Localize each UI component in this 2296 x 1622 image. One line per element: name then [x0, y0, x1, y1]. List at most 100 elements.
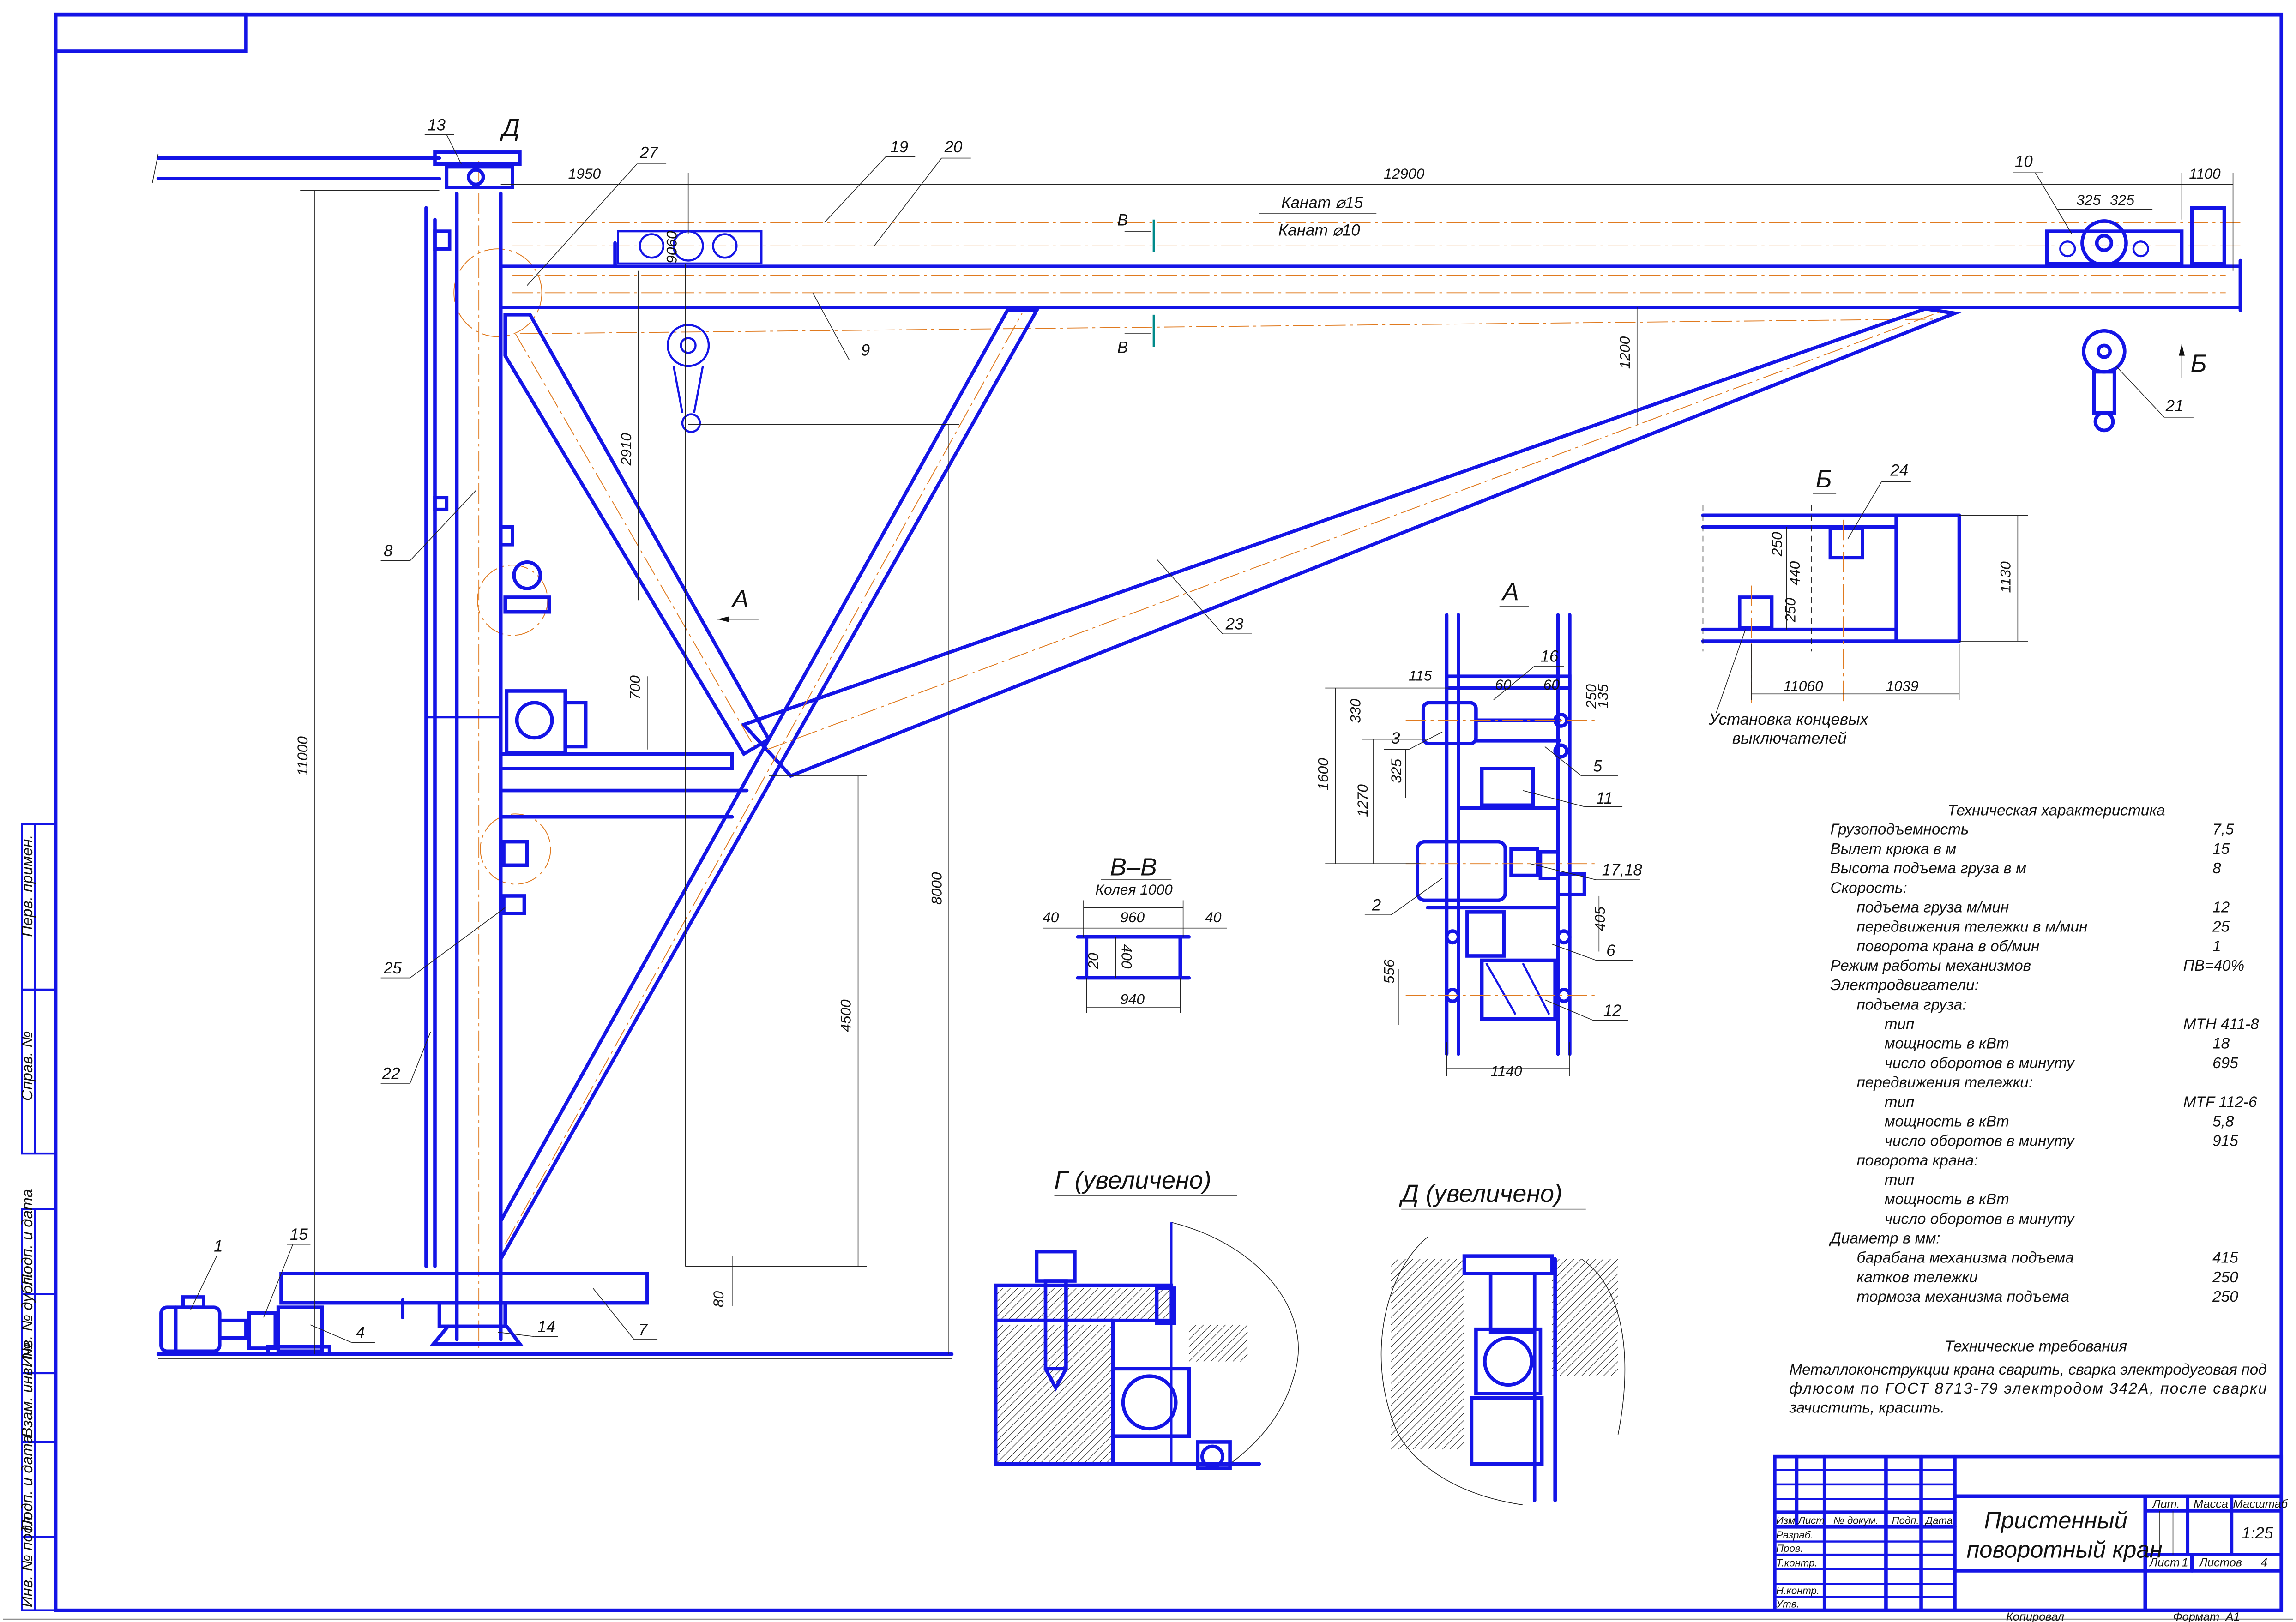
spec-label: тормоза механизма подъема [1856, 1288, 2069, 1305]
spec-label: Электродвигатели: [1830, 977, 1978, 994]
spec-value: 250 [2212, 1288, 2238, 1305]
section-title: В–В [1110, 853, 1157, 881]
dimension-label: 115 [1409, 667, 1432, 684]
callout-15: 15 [290, 1226, 308, 1244]
sheet-label: Лист [2149, 1556, 2180, 1569]
sheet-frame [3, 12, 2293, 1620]
dimension-label: 2910 [618, 433, 634, 466]
dimension-label: 9060 [663, 231, 680, 264]
dimension-label: 1039 [1886, 678, 1919, 694]
dimension-label: 4500 [838, 999, 854, 1032]
dimension-label: 250 [1583, 684, 1599, 709]
spec-label: тип [1885, 1171, 1915, 1189]
scale-value: 1:25 [2242, 1524, 2273, 1542]
callout-10: 10 [2015, 153, 2033, 171]
dimension-label: 940 [1120, 991, 1145, 1008]
dimension-label: 1130 [1997, 561, 2014, 593]
callout-3: 3 [1391, 729, 1400, 747]
callout-8: 8 [384, 542, 393, 560]
spec-label: число оборотов в минуту [1885, 1210, 2075, 1227]
spec-value: 915 [2212, 1133, 2238, 1150]
header-sign: Подп. [1892, 1515, 1919, 1526]
tech-specs: Техническая характеристика Грузоподъемно… [1828, 802, 2259, 1306]
requirements-line: флюсом по ГОСТ 8713-79 электродом 342А, … [1790, 1380, 2267, 1397]
spec-value: 7,5 [2212, 821, 2234, 838]
callout-2: 2 [1372, 896, 1381, 914]
spec-label: Грузоподъемность [1830, 821, 1969, 838]
dimension-label: 556 [1380, 959, 1397, 984]
spec-value: 1 [2212, 938, 2221, 955]
dimension-label: 40 [1043, 909, 1059, 925]
callout-12: 12 [1603, 1002, 1621, 1020]
callout-25: 25 [383, 959, 402, 977]
mass-label: Масса [2194, 1498, 2228, 1511]
requirements-line: зачистить, красить. [1789, 1399, 1945, 1416]
spec-label: передвижения тележки в м/мин [1856, 919, 2087, 936]
dimension-label: 8000 [928, 872, 945, 905]
dimension-label: 440 [1786, 561, 1803, 585]
side-stamp: Перв. примен. Справ. № Подп. и дата Инв.… [19, 823, 57, 1611]
detail-d-marker: Д [500, 114, 520, 142]
spec-value: 8 [2212, 860, 2221, 877]
section-hatching [995, 1324, 1113, 1464]
main-dimensions: 1950 12900 1100 325 325 11000 8000 4500 … [294, 165, 2234, 1354]
callout-16: 16 [1540, 648, 1558, 666]
limit-switch-note: Установка концевых [1708, 710, 1869, 728]
spec-label: тип [1885, 1093, 1915, 1111]
header-date: Дата [1924, 1515, 1953, 1526]
dimension-label: 1270 [1354, 784, 1371, 817]
spec-value: 25 [2212, 919, 2230, 936]
header-izm: Изм. [1776, 1515, 1798, 1526]
dimension-label: 20 [1085, 953, 1102, 970]
role-prov: Пров. [1776, 1543, 1803, 1554]
sheets-label: Листов [2199, 1556, 2242, 1569]
callout-21: 21 [2165, 397, 2184, 415]
detail-d: Д (увеличено) [1380, 1180, 1626, 1506]
callout-1: 1 [214, 1238, 223, 1256]
stamp-label: Справ. № [19, 1031, 36, 1101]
rope-label: Канат ⌀10 [1278, 222, 1361, 240]
rope-label: Канат ⌀15 [1281, 193, 1363, 211]
dimension-label: 325 [2076, 192, 2101, 208]
section-hatching [1188, 1324, 1248, 1362]
format-value: А1 [2225, 1610, 2240, 1622]
dimension-label: 60 [1543, 676, 1560, 693]
view-b: Б 24 250 440 250 1130 11060 1039 Установ… [1701, 462, 2028, 747]
view-a-marker: А [731, 585, 749, 613]
spec-value: МТН 411-8 [2183, 1016, 2260, 1033]
spec-value: ПВ=40% [2183, 957, 2244, 974]
spec-value: 18 [2212, 1035, 2230, 1052]
callout-27: 27 [639, 144, 658, 162]
drawing-title-line1: Пристенный [1984, 1507, 2127, 1533]
stamp-label: Подп. и дата [19, 1189, 36, 1285]
spec-label: мощность в кВт [1885, 1191, 2009, 1208]
spec-value: 15 [2212, 841, 2230, 858]
dimension-label: 405 [1591, 907, 1608, 931]
spec-label: Режим работы механизмов [1830, 957, 2031, 974]
spec-value: 695 [2212, 1055, 2238, 1072]
spec-label: Скорость: [1830, 879, 1907, 896]
spec-label: Диаметр в мм: [1828, 1230, 1940, 1247]
spec-value: 415 [2212, 1250, 2238, 1267]
spec-value: 5,8 [2212, 1113, 2234, 1130]
spec-label: подъема груза м/мин [1856, 899, 2009, 916]
view-a: А 1600 [1315, 578, 1643, 1079]
callout-7: 7 [639, 1321, 648, 1339]
section-marker-v: В [1117, 211, 1128, 229]
view-b-title: Б [1816, 465, 1832, 493]
section-subtitle: Колея 1000 [1095, 881, 1173, 898]
dimension-label: 11000 [294, 736, 311, 776]
spec-label: передвижения тележки: [1856, 1074, 2033, 1091]
requirements-title: Технические требования [1945, 1338, 2127, 1355]
dimension-label: 400 [1118, 944, 1135, 969]
stamp-label: Инв. № дубл. [19, 1273, 36, 1367]
section-marker-v: В [1117, 338, 1128, 356]
spec-label: Вылет крюка в м [1830, 841, 1956, 858]
tech-requirements: Технические требования Металлоконструкци… [1789, 1338, 2267, 1416]
callout-17-18: 17,18 [1602, 861, 1643, 879]
role-razrab: Разраб. [1776, 1529, 1813, 1541]
spec-label: поворота крана: [1856, 1152, 1978, 1169]
limit-switch-note: выключателей [1732, 729, 1847, 747]
